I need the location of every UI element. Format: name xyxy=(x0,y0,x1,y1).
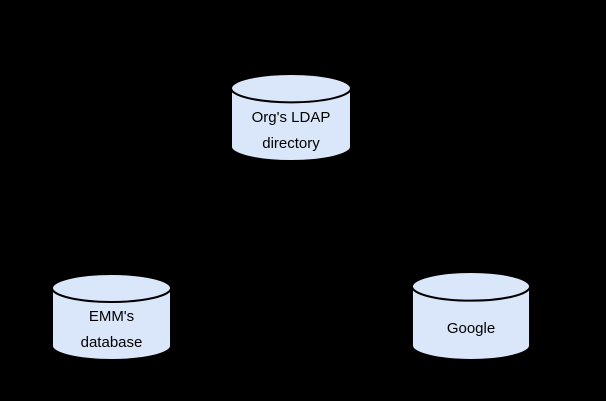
node-label-orgs-ldap-directory: Org's LDAP directory xyxy=(232,103,350,158)
node-emms-database: EMM's database xyxy=(51,273,172,361)
cylinder-body xyxy=(411,286,531,361)
label-line: Google xyxy=(446,320,496,337)
node-google: Google xyxy=(411,271,531,361)
cylinder-body xyxy=(230,88,352,162)
database-cylinder-icon xyxy=(230,73,352,162)
cylinder-top xyxy=(230,73,352,104)
label-line: Org's LDAP xyxy=(251,108,331,126)
database-cylinder-icon xyxy=(411,271,531,361)
node-orgs-ldap-directory: Org's LDAP directory xyxy=(230,73,352,162)
cylinder-top xyxy=(51,273,172,303)
database-cylinder-icon xyxy=(51,273,172,361)
label-line: database xyxy=(80,334,143,351)
label-line: directory xyxy=(262,134,320,152)
label-line: EMM's xyxy=(88,308,135,325)
cylinder-body xyxy=(51,288,172,361)
node-label-google: Google xyxy=(413,301,529,357)
cylinder-top xyxy=(411,271,531,302)
node-label-emms-database: EMM's database xyxy=(53,303,170,357)
